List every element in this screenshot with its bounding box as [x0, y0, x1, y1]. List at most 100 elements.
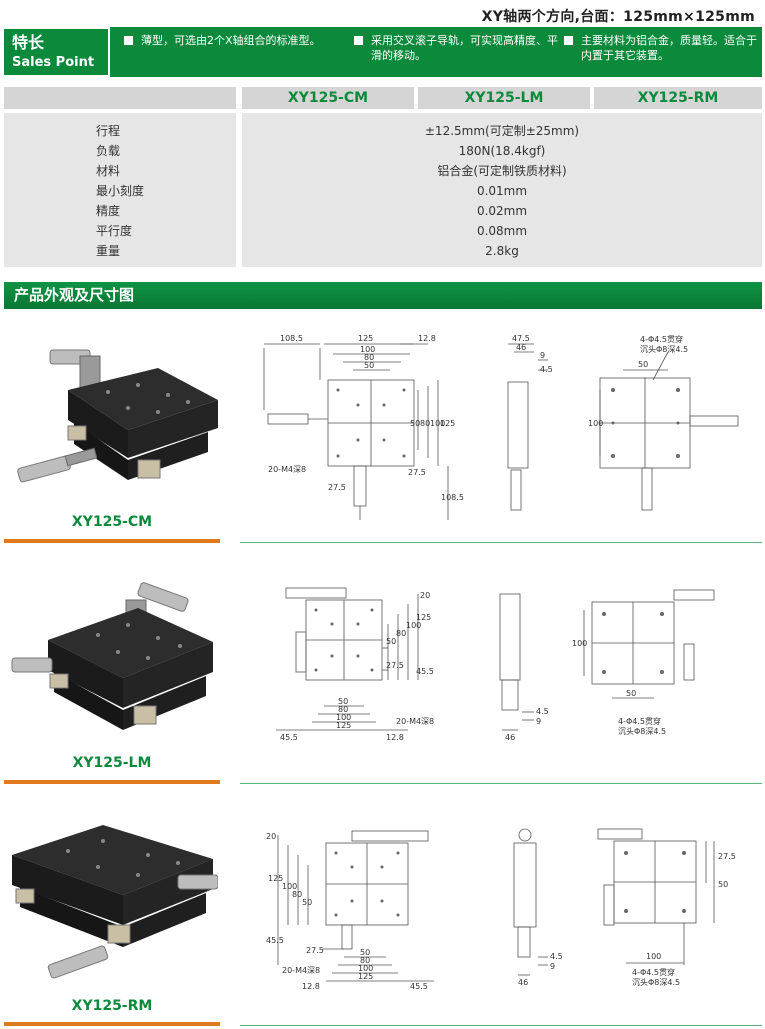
dim-label: 9 [550, 962, 555, 971]
dim-label: 46 [518, 978, 528, 987]
dim-label: 27.5 [408, 468, 426, 477]
model-header: XY125-CM [242, 87, 414, 109]
dim-label: 100 [282, 882, 297, 891]
feature-item: 主要材料为铝合金，质量轻。适合于内置于其它装置。 [564, 33, 759, 63]
model-header: XY125-RM [594, 87, 762, 109]
dim-label: 125 [268, 874, 283, 883]
dim-label: 100 [572, 639, 587, 648]
dim-label: 125 [358, 972, 373, 981]
green-divider [240, 542, 762, 543]
spec-label: 材料 [96, 164, 121, 178]
dim-label: 20-M4深8 [396, 717, 434, 726]
dim-label: 100 [430, 419, 445, 428]
spec-value: 铝合金(可定制铁质材料) [437, 164, 567, 178]
dim-label: 100 [360, 345, 375, 354]
dim-label: 108.5 [441, 493, 464, 502]
orange-divider [4, 1022, 220, 1026]
features-label-cn: 特长 [12, 33, 45, 52]
square-bullet-icon [564, 36, 573, 45]
spec-label: 负载 [96, 144, 121, 158]
product-photo-xy125-cm [17, 349, 218, 483]
product-photo-xy125-rm [12, 825, 218, 979]
spec-value: 0.02mm [476, 204, 528, 218]
spec-value: 2.8kg [485, 244, 519, 258]
dim-label: 80 [338, 705, 348, 714]
dim-label: 125 [440, 419, 455, 428]
spec-label: 最小刻度 [96, 184, 145, 198]
spec-label: 精度 [96, 204, 121, 218]
dim-label: 50 [410, 419, 420, 428]
dim-label: 9 [536, 717, 541, 726]
feature-item: 采用交叉滚子导轨，可实现高精度、平滑的移动。 [354, 33, 564, 63]
dim-label: 50 [386, 637, 396, 646]
dim-label: 47.5 [512, 334, 530, 343]
dim-label: 12.8 [302, 982, 320, 991]
dim-label: 100 [646, 952, 661, 961]
dim-label: 沉头Φ8深4.5 [632, 977, 680, 987]
dim-label: 50 [638, 360, 648, 369]
features-band: 特长 Sales Point 薄型，可选由2个X轴组合的标准型。 采用交叉滚子导… [4, 27, 762, 77]
dim-label: 125 [336, 721, 351, 730]
green-divider [240, 1025, 762, 1026]
dim-label: 4-Φ4.5贯穿 [618, 716, 661, 726]
feature-text: 主要材料为铝合金，质量轻。适合于内置于其它装置。 [581, 34, 757, 62]
dim-label: 80 [420, 419, 430, 428]
spec-header-blank [4, 87, 236, 109]
model-header: XY125-LM [418, 87, 590, 109]
dim-label: 27.5 [306, 946, 324, 955]
dim-label: 4.5 [536, 707, 549, 716]
features-label-en: Sales Point [12, 55, 95, 70]
dim-label: 27.5 [328, 483, 346, 492]
dim-label: 46 [516, 343, 526, 352]
dimension-drawing-xy125-lm: 20 50 80 100 125 27.5 45.5 50 80 100 125… [276, 587, 715, 742]
dim-label: 20 [420, 591, 430, 600]
dim-label: 12.8 [386, 733, 404, 742]
dim-label: 100 [358, 964, 373, 973]
product-name: XY125-RM [71, 998, 153, 1014]
product-name: XY125-CM [71, 514, 153, 530]
feature-item: 薄型，可选由2个X轴组合的标准型。 [124, 33, 339, 48]
dim-label: 50 [338, 697, 348, 706]
dim-label: 80 [360, 956, 370, 965]
dim-label: 9 [540, 351, 545, 360]
dim-label: 45.5 [410, 982, 428, 991]
dim-label: 4-Φ4.5贯穿 [640, 334, 683, 344]
dim-label: 4-Φ4.5贯穿 [632, 967, 675, 977]
spec-value: ±12.5mm(可定制±25mm) [424, 124, 580, 138]
dim-label: 125 [358, 334, 373, 343]
spec-table-header: XY125-CM XY125-LM XY125-RM [4, 87, 762, 109]
page-title: XY轴两个方向,台面：125mm×125mm [481, 9, 755, 25]
green-divider [240, 783, 762, 784]
square-bullet-icon [124, 36, 133, 45]
dim-label: 4.5 [540, 365, 553, 374]
dim-label: 80 [292, 890, 302, 899]
dim-label: 27.5 [386, 661, 404, 670]
dim-label: 4.5 [550, 952, 563, 961]
dim-label: 12.8 [418, 334, 436, 343]
dim-label: 20-M4深8 [282, 966, 320, 975]
dim-label: 80 [396, 629, 406, 638]
dim-label: 45.5 [266, 936, 284, 945]
spec-value: 0.08mm [476, 224, 528, 238]
product-photo-xy125-lm [11, 582, 213, 730]
dim-label: 45.5 [280, 733, 298, 742]
section-heading: 产品外观及尺寸图 [4, 282, 762, 309]
dim-label: 50 [360, 948, 370, 957]
dim-label: 沉头Φ8深4.5 [640, 344, 688, 354]
square-bullet-icon [354, 36, 363, 45]
spec-value: 0.01mm [476, 184, 528, 198]
product-name: XY125-LM [72, 755, 152, 771]
dimension-drawing-xy125-cm: 108.5 125 12.8 100 80 50 50 80 100 125 2… [263, 334, 739, 520]
dim-label: 45.5 [416, 667, 434, 676]
dim-label: 46 [505, 733, 515, 742]
dim-label: 20 [266, 832, 276, 841]
dim-label: 50 [302, 898, 312, 907]
spec-label: 重量 [96, 244, 121, 258]
dim-label: 125 [416, 613, 431, 622]
spec-label: 平行度 [96, 224, 133, 238]
section-title: 产品外观及尺寸图 [14, 286, 135, 304]
dim-label: 80 [364, 353, 374, 362]
spec-value: 180N(18.4kgf) [458, 144, 546, 158]
dim-label: 50 [626, 689, 636, 698]
dim-label: 27.5 [718, 852, 736, 861]
